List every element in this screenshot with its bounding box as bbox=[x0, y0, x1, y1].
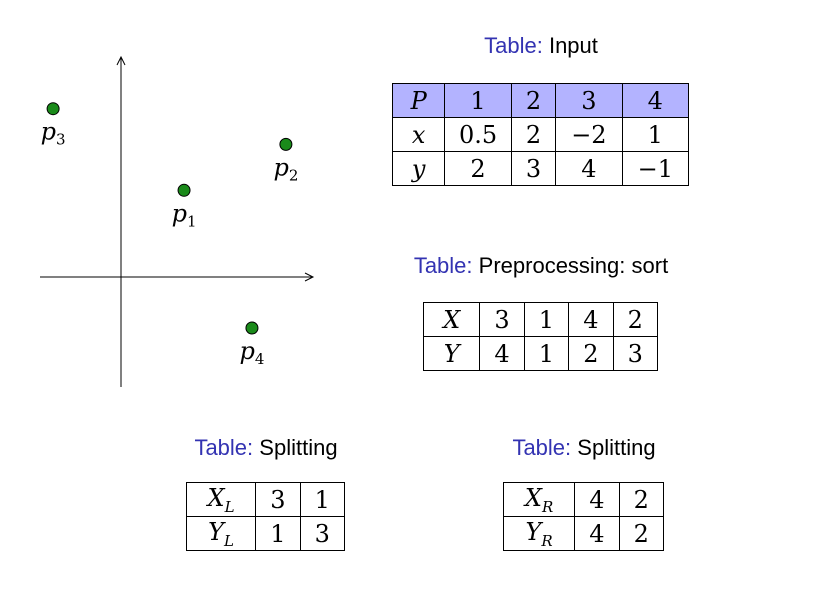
caption-text: Splitting bbox=[577, 435, 656, 460]
caption-text: Preprocessing: sort bbox=[478, 253, 669, 278]
caption-keyword: Table: bbox=[512, 435, 572, 460]
caption-input: Table: Input bbox=[484, 33, 598, 59]
sort-cell: 3 bbox=[479, 302, 525, 337]
input-row-x: x 0.5 2 −2 1 bbox=[391, 117, 690, 152]
split-left-cell: 3 bbox=[255, 482, 301, 517]
split-left-row: XL 3 1 bbox=[185, 482, 346, 517]
split-right-var-cell: XR bbox=[502, 482, 576, 517]
input-header-cell: 4 bbox=[621, 83, 690, 118]
split-right-cell: 2 bbox=[618, 516, 665, 551]
sort-row-x: X 3 1 4 2 bbox=[422, 302, 659, 337]
sort-cell: 4 bbox=[568, 302, 614, 337]
caption-keyword: Table: bbox=[194, 435, 254, 460]
split-left-var-cell: XL bbox=[185, 482, 257, 517]
input-cell: 2 bbox=[444, 151, 512, 186]
sort-cell: 1 bbox=[523, 302, 570, 337]
input-cell: y bbox=[391, 151, 446, 186]
input-cell: −1 bbox=[621, 151, 690, 186]
caption-text: Input bbox=[548, 33, 598, 58]
caption-sort: Table: Preprocessing: sort bbox=[414, 253, 668, 279]
caption-text: Splitting bbox=[259, 435, 338, 460]
caption-keyword: Table: bbox=[484, 33, 543, 58]
input-cell: 0.5 bbox=[444, 117, 512, 152]
split-right-var-cell: YR bbox=[502, 516, 576, 551]
split-right-cell: 4 bbox=[574, 516, 620, 551]
input-header-row: P 1 2 3 4 bbox=[391, 83, 690, 118]
caption-keyword: Table: bbox=[413, 253, 473, 278]
points-layer: p1 p2 p3 p4 bbox=[41, 102, 298, 368]
split-left-row: YL 1 3 bbox=[185, 516, 346, 551]
sort-table: X 3 1 4 2 Y 4 1 2 3 bbox=[422, 302, 659, 371]
point-p2 bbox=[279, 137, 293, 151]
split-right-cell: 4 bbox=[574, 482, 620, 517]
input-header-cell: P bbox=[391, 83, 446, 118]
split-right-row: XR 4 2 bbox=[502, 482, 665, 517]
split-right-row: YR 4 2 bbox=[502, 516, 665, 551]
sort-cell: 2 bbox=[612, 302, 659, 337]
point-label-p4: p4 bbox=[239, 337, 264, 368]
point-label-p3: p3 bbox=[41, 118, 66, 149]
sort-cell: 3 bbox=[612, 336, 659, 371]
input-cell: 2 bbox=[510, 117, 557, 152]
y-axis-arrow bbox=[116, 55, 126, 66]
point-p1 bbox=[177, 183, 191, 197]
sort-cell: 1 bbox=[523, 336, 570, 371]
point-p4 bbox=[245, 321, 259, 335]
input-cell: x bbox=[391, 117, 446, 152]
point-label-p2: p2 bbox=[273, 153, 298, 184]
split-right-cell: 2 bbox=[618, 482, 665, 517]
caption-split-left: Table: Splitting bbox=[194, 435, 337, 461]
input-cell: 3 bbox=[510, 151, 557, 186]
split-left-cell: 1 bbox=[299, 482, 346, 517]
point-p3 bbox=[46, 102, 60, 116]
split-left-table: XL 3 1 YL 1 3 bbox=[185, 482, 346, 551]
split-left-cell: 1 bbox=[255, 516, 301, 551]
input-table: P 1 2 3 4 x 0.5 2 −2 1 y 2 3 4 −1 bbox=[391, 83, 690, 186]
input-header-cell: 2 bbox=[510, 83, 557, 118]
input-cell: 1 bbox=[621, 117, 690, 152]
input-cell: −2 bbox=[555, 117, 623, 152]
caption-split-right: Table: Splitting bbox=[512, 435, 655, 461]
sort-cell: X bbox=[422, 302, 481, 337]
point-label-p1: p1 bbox=[172, 199, 197, 230]
sort-cell: 2 bbox=[568, 336, 614, 371]
split-left-cell: 3 bbox=[299, 516, 346, 551]
split-right-table: XR 4 2 YR 4 2 bbox=[502, 482, 665, 551]
split-left-var-cell: YL bbox=[185, 516, 257, 551]
input-header-cell: 3 bbox=[555, 83, 623, 118]
sort-cell: Y bbox=[422, 336, 481, 371]
input-header-cell: 1 bbox=[444, 83, 512, 118]
input-row-y: y 2 3 4 −1 bbox=[391, 151, 690, 186]
sort-cell: 4 bbox=[479, 336, 525, 371]
x-axis-arrow bbox=[304, 272, 315, 282]
sort-row-y: Y 4 1 2 3 bbox=[422, 336, 659, 371]
input-cell: 4 bbox=[555, 151, 623, 186]
